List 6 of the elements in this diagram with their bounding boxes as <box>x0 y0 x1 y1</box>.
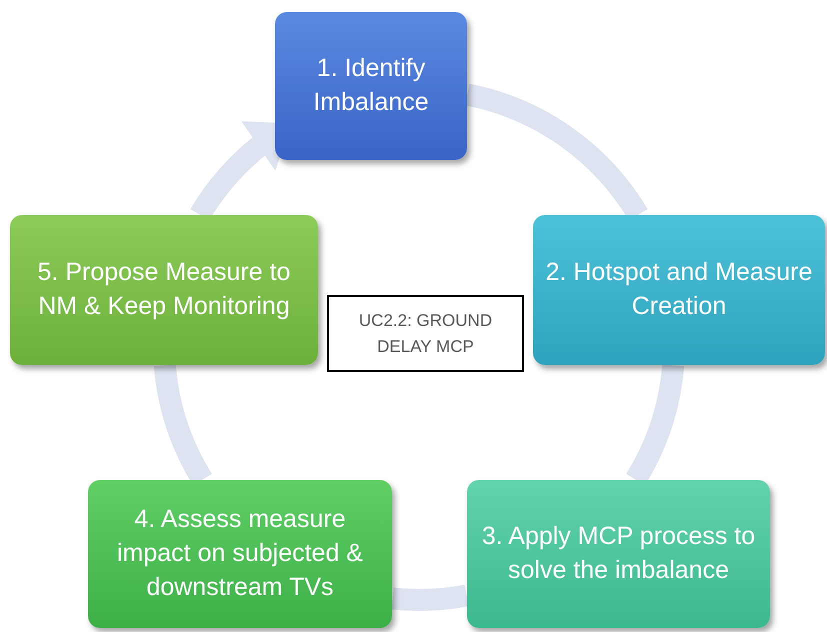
title-box: UC2.2: GROUND DELAY MCP <box>327 295 524 372</box>
step-box: 5. Propose Measure to NM & Keep Monitoring <box>10 215 318 365</box>
step-box: 4. Assess measure impact on subjected & downstream TVs <box>88 480 392 628</box>
step-box: 3. Apply MCP process to solve the imbalance <box>467 480 770 628</box>
step-box: 1. Identify Imbalance <box>275 12 467 160</box>
step-box: 2. Hotspot and Measure Creation <box>533 215 825 365</box>
